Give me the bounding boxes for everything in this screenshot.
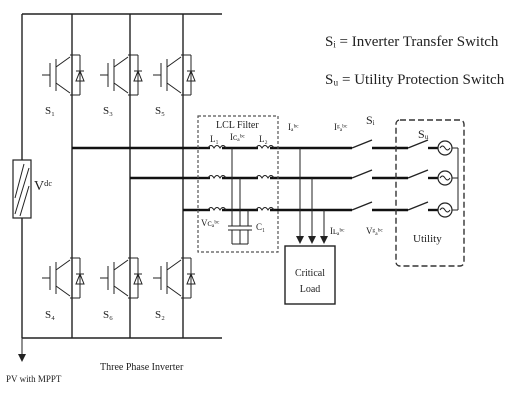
inductor-l1-label: L₁ bbox=[210, 134, 219, 144]
switch-label-s2: S₂ bbox=[155, 309, 165, 321]
critical-load-line2: Load bbox=[300, 284, 321, 295]
utility-label: Utility bbox=[413, 233, 442, 245]
utility-source-icon bbox=[437, 140, 459, 218]
igabc-label: Iᵍₐᵇᶜ bbox=[334, 122, 348, 132]
cap-current-label: Iᴄₐᵇᶜ bbox=[230, 132, 246, 142]
critical-load-box bbox=[284, 245, 336, 305]
iabc-label: Iₐᵇᶜ bbox=[288, 122, 299, 132]
critical-load-line1: Critical bbox=[295, 268, 325, 279]
capacitor-c1-label: C₁ bbox=[256, 222, 265, 232]
switch-label-s1: S₁ bbox=[45, 105, 55, 117]
inductor-l2-label: L₂ bbox=[259, 134, 268, 144]
vgabc-label: Vᵍₐᵇᶜ bbox=[366, 226, 383, 236]
igbt-switch-s1 bbox=[42, 54, 85, 96]
load-feed-lines bbox=[296, 148, 328, 244]
legend-si: Sᵢ = Inverter Transfer Switch bbox=[325, 34, 499, 50]
dc-voltage-label: Vᵈᶜ bbox=[34, 179, 52, 194]
lcl-filter-title: LCL Filter bbox=[216, 120, 259, 131]
switch-label-s6: S₆ bbox=[103, 309, 113, 321]
cap-voltage-label: Vᴄₐᵇᶜ bbox=[201, 218, 220, 228]
su-label: Sᵤ bbox=[418, 127, 429, 141]
switch-label-s4: S₄ bbox=[45, 309, 55, 321]
inverter-label: Three Phase Inverter bbox=[100, 362, 184, 373]
inductor-l2-icon bbox=[255, 145, 275, 211]
igbt-switch-s2 bbox=[153, 257, 196, 299]
igbt-switch-s4 bbox=[42, 257, 85, 299]
switch-label-s5: S₅ bbox=[155, 105, 165, 117]
igbt-switch-s3 bbox=[100, 54, 143, 96]
phase-lines bbox=[72, 146, 438, 212]
igbt-switch-s6 bbox=[100, 257, 143, 299]
ilabc-label: Iʟₐᵇᶜ bbox=[330, 226, 345, 236]
lcl-filter-box bbox=[197, 115, 279, 253]
si-label: Sᵢ bbox=[366, 113, 375, 127]
transfer-switch-si-icon bbox=[351, 139, 373, 211]
pv-array-icon bbox=[12, 159, 32, 219]
legend-su: Sᵤ = Utility Protection Switch bbox=[325, 72, 505, 88]
utility-box bbox=[395, 119, 465, 267]
pv-label: PV with MPPT bbox=[6, 374, 62, 384]
inverter-legs bbox=[71, 14, 184, 338]
igbt-switch-s5 bbox=[153, 54, 196, 96]
switch-label-s3: S₃ bbox=[103, 105, 113, 117]
capacitor-bank-icon bbox=[228, 148, 252, 245]
inductor-l1-icon bbox=[207, 145, 227, 211]
utility-switch-su-icon bbox=[407, 139, 429, 211]
